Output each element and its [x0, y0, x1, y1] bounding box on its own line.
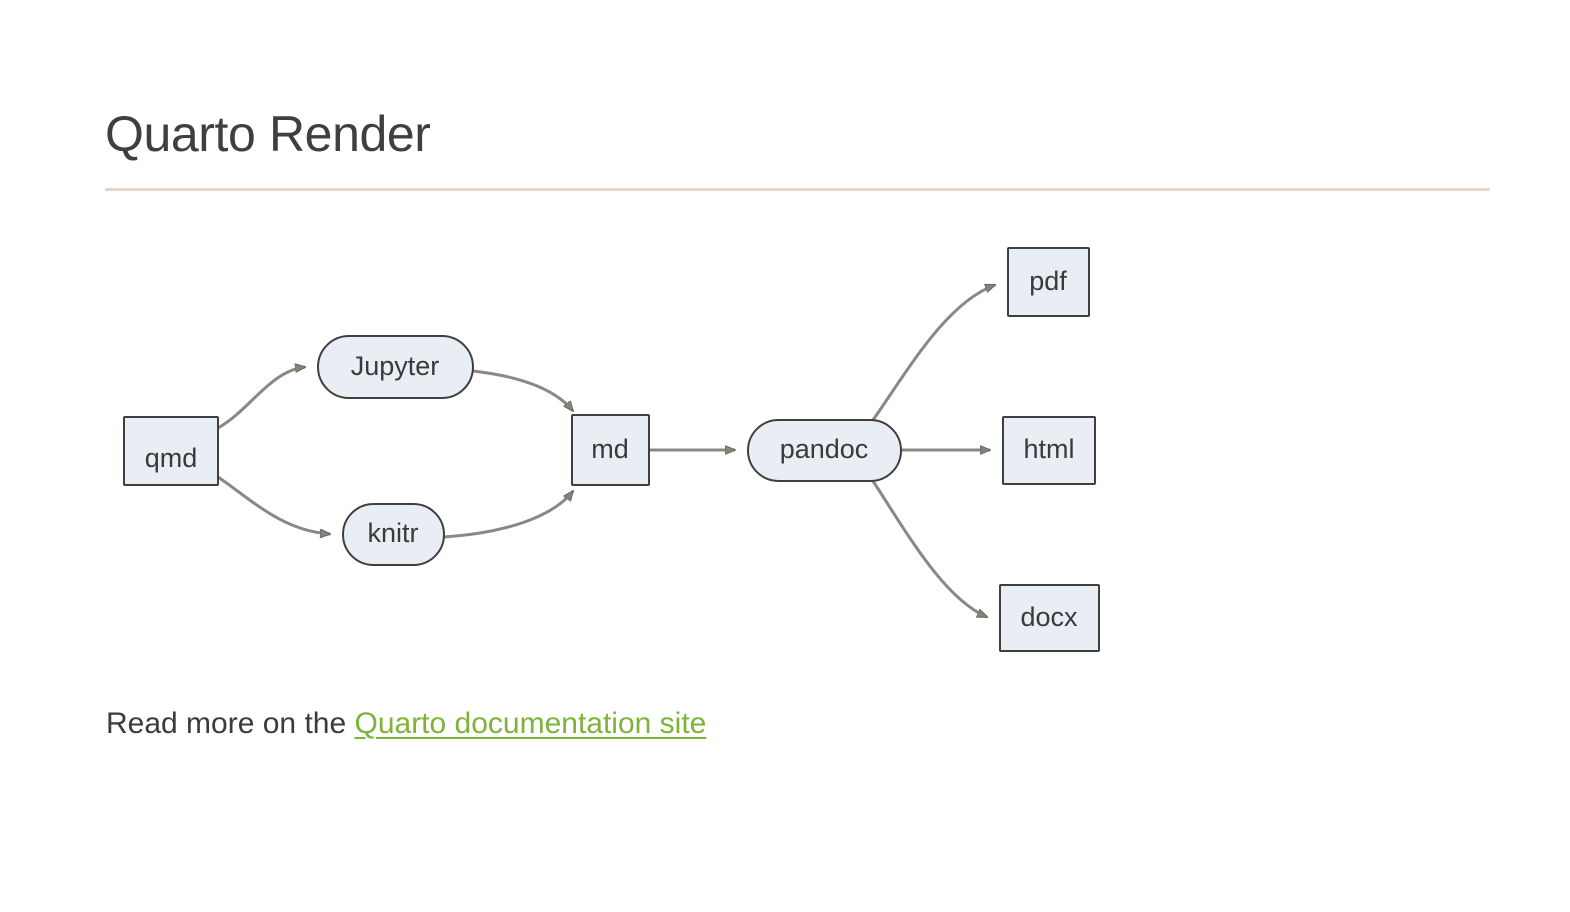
edge-jupyter-to-md	[472, 369, 573, 411]
node-jupyter[interactable]: Jupyter	[317, 335, 474, 399]
flowchart-nodes: qmd Jupyter knitr md pandoc	[123, 247, 1100, 652]
node-pdf[interactable]: pdf	[1007, 247, 1090, 317]
node-docx-shape	[999, 584, 1100, 652]
node-html-shape	[1002, 416, 1096, 485]
node-qmd-label: qmd	[145, 443, 198, 473]
node-md-shape	[571, 414, 650, 486]
read-more-paragraph: Read more on the Quarto documentation si…	[106, 704, 706, 745]
node-pandoc[interactable]: pandoc	[747, 419, 902, 482]
flowchart-svg: qmd Jupyter knitr md pandoc	[123, 247, 1100, 652]
node-jupyter-label: Jupyter	[351, 351, 440, 381]
node-pandoc-label: pandoc	[780, 434, 869, 464]
edge-pandoc-to-pdf	[871, 283, 995, 421]
node-knitr[interactable]: knitr	[342, 503, 445, 566]
page-title: Quarto Render	[105, 106, 431, 162]
node-md[interactable]: md	[571, 414, 650, 486]
edge-pandoc-to-docx	[871, 480, 987, 619]
edge-knitr-to-md	[443, 491, 573, 539]
quarto-documentation-link[interactable]: Quarto documentation site	[354, 707, 707, 740]
node-qmd-shape	[123, 416, 219, 486]
quarto-render-flowchart: qmd Jupyter knitr md pandoc	[105, 225, 1165, 655]
node-pandoc-shape	[747, 419, 902, 482]
edge-qmd-to-knitr	[217, 475, 330, 534]
node-jupyter-shape	[317, 335, 474, 399]
edge-qmd-to-jupyter	[217, 367, 305, 430]
flowchart-edges	[217, 283, 995, 619]
node-knitr-label: knitr	[367, 518, 418, 548]
node-pdf-label: pdf	[1029, 266, 1067, 296]
node-qmd[interactable]: qmd	[123, 416, 219, 486]
title-divider	[105, 188, 1490, 191]
node-docx[interactable]: docx	[999, 584, 1100, 652]
node-pdf-shape	[1007, 247, 1090, 317]
node-html[interactable]: html	[1002, 416, 1096, 485]
read-more-prefix: Read more on the	[106, 707, 355, 740]
node-md-label: md	[591, 434, 629, 464]
node-docx-label: docx	[1020, 602, 1078, 632]
node-html-label: html	[1023, 434, 1074, 464]
node-knitr-shape	[342, 503, 445, 566]
